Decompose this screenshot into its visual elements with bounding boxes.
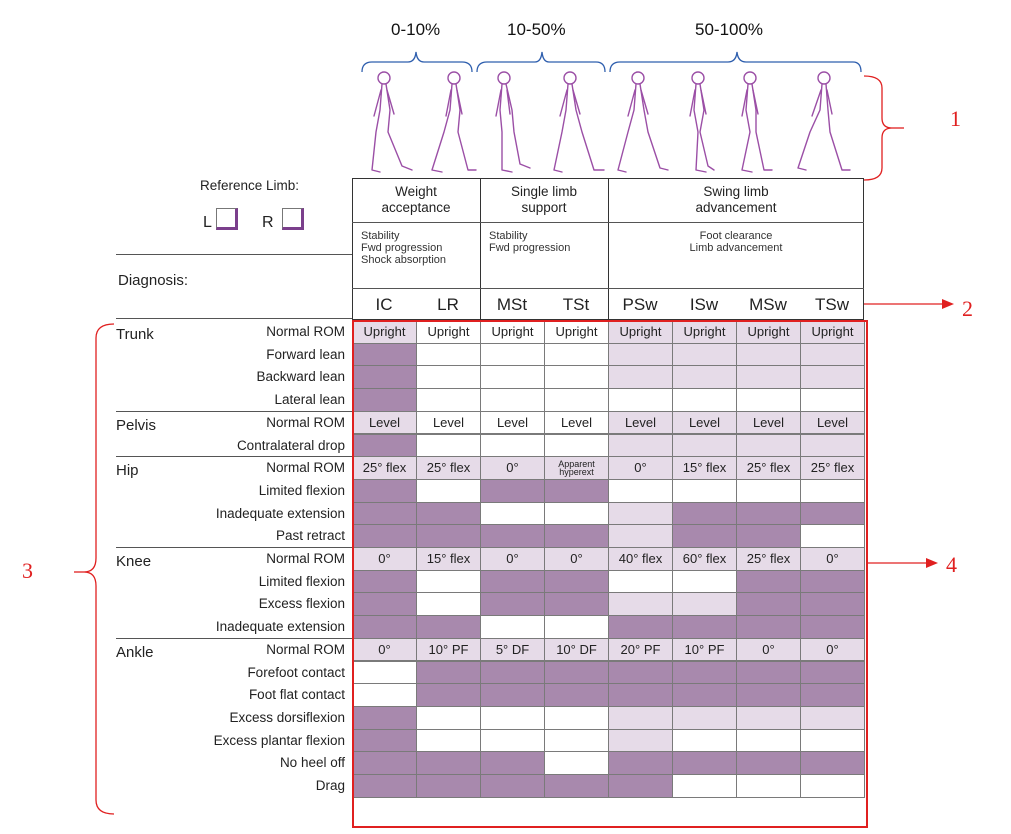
group-label-knee: Knee bbox=[116, 553, 152, 570]
row-label: Normal ROM bbox=[266, 414, 345, 430]
grid-highlight-box bbox=[352, 320, 868, 828]
subphase-tsw: TSw bbox=[815, 295, 849, 314]
row-label: Lateral lean bbox=[274, 392, 345, 408]
subphase-ic: IC bbox=[375, 295, 393, 314]
grid-cell: 0° bbox=[608, 456, 673, 480]
group-label-hip: Hip bbox=[116, 462, 139, 480]
grid-cell: Upright bbox=[672, 320, 737, 344]
row-label: Backward lean bbox=[256, 369, 345, 385]
annotation-label-3: 3 bbox=[22, 558, 33, 583]
walking-figure-icon bbox=[797, 71, 851, 171]
grid-cell: 0° bbox=[800, 637, 865, 662]
walking-figure-icon bbox=[371, 71, 413, 173]
reference-divider bbox=[116, 254, 352, 255]
grid-cell: Level bbox=[544, 410, 609, 435]
grid-cell: Level bbox=[672, 410, 737, 435]
walking-figure-icon bbox=[617, 71, 669, 173]
row-label: Inadequate extension bbox=[215, 505, 345, 521]
diagnosis-divider bbox=[116, 318, 352, 319]
annotation-label-4: 4 bbox=[946, 552, 957, 577]
row-label: Forward lean bbox=[266, 346, 345, 362]
grid-cell: Level bbox=[480, 410, 545, 435]
percent-range-10-50: 10-50% bbox=[507, 20, 566, 39]
gait-figures bbox=[371, 71, 851, 173]
right-limb-label: R bbox=[262, 214, 274, 231]
phase-divider-1 bbox=[480, 178, 481, 320]
phase-divider-2 bbox=[608, 178, 609, 320]
group-divider bbox=[116, 410, 352, 412]
row-label: Normal ROM bbox=[266, 460, 345, 476]
grid-cell: 40° flex bbox=[608, 547, 673, 571]
subphase-psw: PSw bbox=[622, 295, 658, 314]
subphase-lr: LR bbox=[437, 295, 459, 314]
row-label: Excess dorsiflexion bbox=[229, 709, 345, 725]
row-label: Drag bbox=[315, 778, 345, 793]
group-label-ankle: Ankle bbox=[116, 643, 154, 661]
row-label: Excess plantar flexion bbox=[213, 732, 345, 748]
phase-title-divider bbox=[352, 222, 864, 223]
walking-figure-icon bbox=[431, 71, 477, 173]
left-limb-label: L bbox=[203, 214, 212, 231]
row-label: Normal ROM bbox=[266, 324, 345, 339]
annotation-arrow-2 bbox=[864, 299, 954, 309]
walking-figure-icon bbox=[689, 71, 715, 173]
diagnosis-label: Diagnosis: bbox=[118, 272, 189, 289]
walking-figure-icon bbox=[495, 71, 531, 173]
group-label-pelvis: Pelvis bbox=[116, 416, 157, 434]
row-label: Past retract bbox=[275, 528, 345, 544]
walking-figure-icon bbox=[741, 71, 773, 173]
subphase-tst: TSt bbox=[562, 295, 590, 314]
grid-cell bbox=[800, 774, 865, 798]
walking-figure-icon bbox=[553, 71, 605, 173]
grid-cell: Level bbox=[736, 410, 801, 435]
left-limb-checkbox[interactable] bbox=[216, 208, 238, 230]
row-label: Excess flexion bbox=[258, 596, 345, 612]
row-label: Foot flat contact bbox=[248, 687, 345, 703]
annotation-brace-3 bbox=[74, 323, 115, 815]
grid-cell: 10° DF bbox=[544, 637, 609, 662]
group-divider bbox=[116, 547, 352, 548]
subphase-isw: ISw bbox=[689, 295, 719, 314]
group-label-trunk: Trunk bbox=[116, 326, 154, 343]
row-label: Contralateral drop bbox=[236, 437, 345, 453]
group-divider bbox=[116, 456, 352, 458]
grid-cell: 25° flex bbox=[736, 456, 801, 480]
row-label: Normal ROM bbox=[266, 551, 345, 566]
row-label: Inadequate extension bbox=[215, 619, 345, 635]
reference-limb-label: Reference Limb: bbox=[200, 178, 300, 193]
phase-goal-divider bbox=[352, 288, 864, 289]
subphase-mst: MSt bbox=[496, 295, 528, 314]
grid-cell: 25° flex bbox=[736, 547, 801, 571]
grid-cell: 25° flex bbox=[352, 456, 417, 480]
percent-range-0-10: 0-10% bbox=[391, 20, 441, 39]
row-label: Forefoot contact bbox=[247, 664, 345, 680]
annotation-label-2: 2 bbox=[962, 296, 973, 321]
annotation-brace-1 bbox=[863, 75, 904, 181]
row-label: Limited flexion bbox=[258, 482, 345, 498]
right-limb-checkbox[interactable] bbox=[282, 208, 304, 230]
grid-cell: 10° PF bbox=[672, 637, 737, 662]
row-label: Normal ROM bbox=[266, 641, 345, 657]
grid-cell: Level bbox=[800, 410, 865, 435]
row-label: Limited flexion bbox=[258, 573, 345, 589]
percent-range-50-100: 50-100% bbox=[695, 20, 764, 39]
group-divider bbox=[116, 637, 352, 639]
subphase-msw: MSw bbox=[749, 295, 787, 314]
annotation-label-1: 1 bbox=[950, 106, 961, 131]
annotation-arrow-4 bbox=[868, 558, 938, 568]
top-braces bbox=[361, 51, 862, 73]
row-label: No heel off bbox=[279, 755, 345, 771]
grid-cell: 5° DF bbox=[480, 637, 545, 662]
grid-cell: 15° flex bbox=[672, 456, 737, 480]
